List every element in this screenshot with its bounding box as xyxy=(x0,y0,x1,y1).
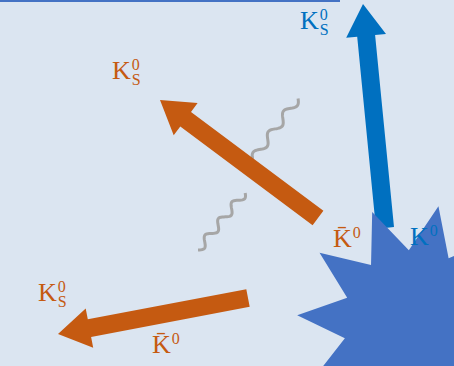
charge-superscript: 0 xyxy=(430,222,438,239)
state-subscript: S xyxy=(320,21,329,38)
collision-burst xyxy=(297,206,454,366)
particle-symbol: K xyxy=(112,56,131,85)
particle-label: K0S xyxy=(38,280,67,309)
particle-symbol: K̄ xyxy=(152,330,171,359)
kaon-arrow xyxy=(346,4,394,229)
particle-symbol: K xyxy=(38,278,57,307)
particle-label: K̄0 xyxy=(333,226,361,252)
charge-superscript: 0 xyxy=(172,330,180,347)
charge-superscript: 0 xyxy=(320,6,328,23)
particle-symbol: K xyxy=(300,6,319,35)
particle-label: K0S xyxy=(300,8,329,37)
particle-scripts: 0 xyxy=(430,223,438,238)
charge-superscript: 0 xyxy=(58,278,66,295)
particle-scripts: 0 xyxy=(172,331,180,346)
charge-superscript: 0 xyxy=(353,224,361,241)
top-rule xyxy=(0,0,340,2)
particle-scripts: 0S xyxy=(58,279,67,309)
particle-scripts: 0S xyxy=(132,57,141,87)
particle-scripts: 0 xyxy=(353,225,361,240)
particle-label: K0 xyxy=(410,224,438,250)
photon-wave xyxy=(198,193,246,250)
charge-superscript: 0 xyxy=(132,56,140,73)
particle-label: K0S xyxy=(112,58,141,87)
particle-scripts: 0S xyxy=(320,7,329,37)
state-subscript: S xyxy=(58,293,67,310)
particle-label: K̄0 xyxy=(152,332,180,358)
particle-symbol: K xyxy=(410,222,429,251)
kaon-arrow xyxy=(160,100,323,225)
state-subscript: S xyxy=(132,71,141,88)
particle-symbol: K̄ xyxy=(333,224,352,253)
